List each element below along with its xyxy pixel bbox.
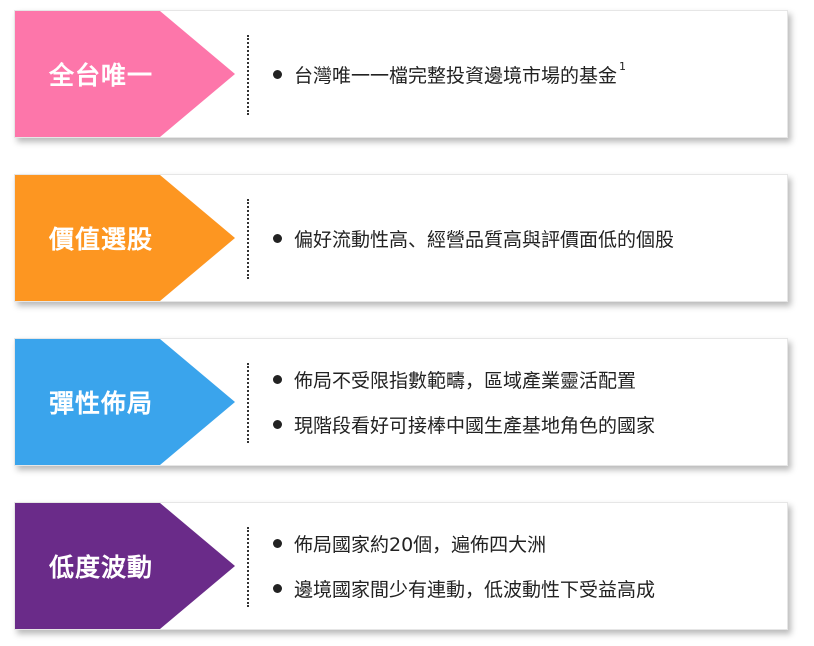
bullet-dot-icon (273, 584, 282, 593)
feature-tag-label: 彈性佈局 (49, 389, 154, 418)
feature-card-low-volatility: 低度波動 佈局國家約20個，遍佈四大洲 邊境國家間少有連動，低波動性下受益高成 (14, 502, 788, 630)
bullet-list: 台灣唯一一檔完整投資邊境市場的基金 1 (273, 11, 777, 137)
bullet-dot-icon (273, 420, 282, 429)
bullet-list: 佈局國家約20個，遍佈四大洲 邊境國家間少有連動，低波動性下受益高成 (273, 503, 777, 629)
bullet-dot-icon (273, 539, 282, 548)
bullet-item: 邊境國家間少有連動，低波動性下受益高成 (273, 575, 777, 602)
dotted-divider (247, 199, 249, 279)
bullet-item: 偏好流動性高、經營品質高與評價面低的個股 (273, 225, 777, 252)
feature-card-flexible: 彈性佈局 佈局不受限指數範疇，區域產業靈活配置 現階段看好可接棒中國生產基地角色… (14, 338, 788, 466)
bullet-item: 台灣唯一一檔完整投資邊境市場的基金 1 (273, 59, 777, 88)
footnote-marker: 1 (619, 59, 627, 73)
bullet-dot-icon (273, 69, 282, 79)
bullet-dot-icon (273, 375, 282, 384)
feature-tag-arrow: 彈性佈局 (15, 339, 235, 465)
feature-tag-label: 全台唯一 (49, 61, 154, 90)
bullet-item: 佈局國家約20個，遍佈四大洲 (273, 530, 777, 557)
dotted-divider (247, 527, 249, 607)
bullet-text: 邊境國家間少有連動，低波動性下受益高成 (294, 579, 656, 601)
feature-tag-arrow: 價值選股 (15, 175, 235, 301)
feature-card-exclusive: 全台唯一 台灣唯一一檔完整投資邊境市場的基金 1 (14, 10, 788, 138)
bullet-text: 現階段看好可接棒中國生產基地角色的國家 (294, 415, 656, 437)
dotted-divider (247, 35, 249, 115)
feature-tag-label: 價值選股 (49, 225, 154, 254)
bullet-list: 佈局不受限指數範疇，區域產業靈活配置 現階段看好可接棒中國生產基地角色的國家 (273, 339, 777, 465)
bullet-text: 台灣唯一一檔完整投資邊境市場的基金 (294, 64, 618, 87)
bullet-item: 現階段看好可接棒中國生產基地角色的國家 (273, 411, 777, 438)
bullet-text: 偏好流動性高、經營品質高與評價面低的個股 (294, 228, 675, 251)
feature-tag-label: 低度波動 (49, 553, 154, 582)
feature-tag-arrow: 全台唯一 (15, 11, 235, 137)
bullet-text: 佈局不受限指數範疇，區域產業靈活配置 (294, 370, 637, 392)
feature-tag-arrow: 低度波動 (15, 503, 235, 629)
bullet-item: 佈局不受限指數範疇，區域產業靈活配置 (273, 366, 777, 393)
dotted-divider (247, 363, 249, 443)
bullet-list: 偏好流動性高、經營品質高與評價面低的個股 (273, 175, 777, 301)
bullet-text: 佈局國家約20個，遍佈四大洲 (294, 534, 547, 556)
bullet-dot-icon (273, 233, 282, 243)
feature-card-value: 價值選股 偏好流動性高、經營品質高與評價面低的個股 (14, 174, 788, 302)
